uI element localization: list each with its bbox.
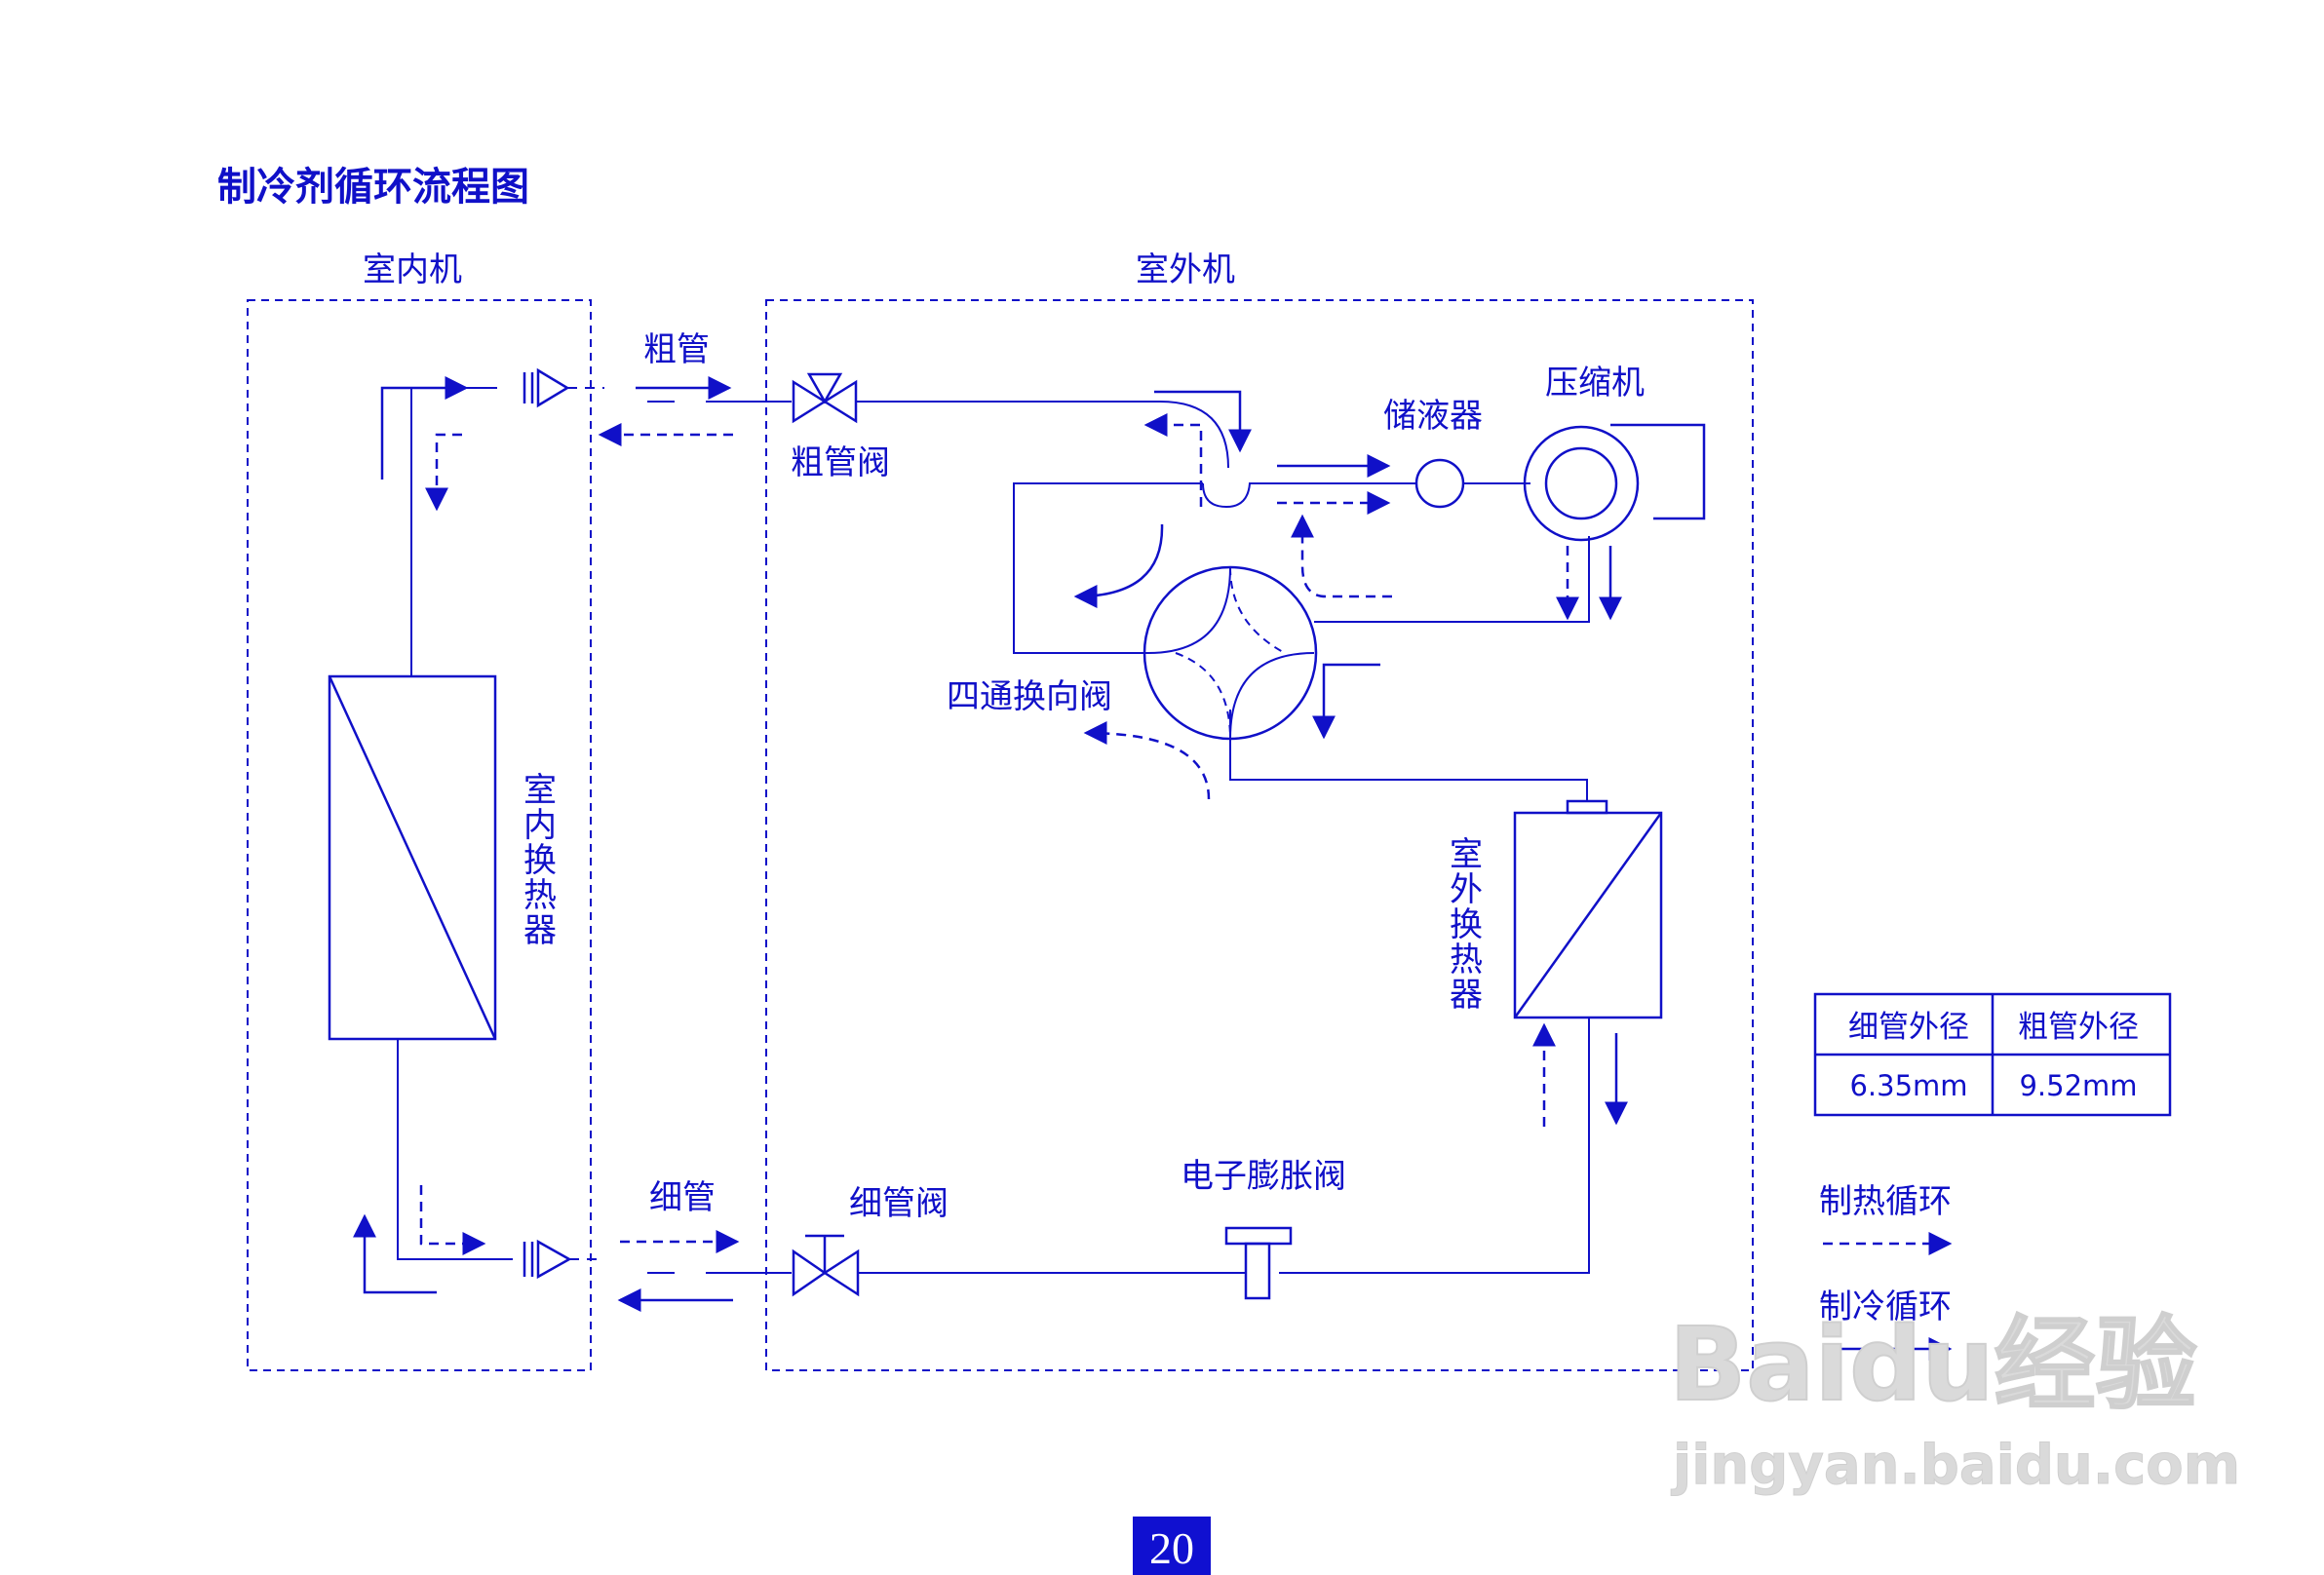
thin-pipe-valve-label: 细管阀 [849,1184,949,1223]
thick-pipe-connector [523,367,604,408]
accumulator-label: 储液器 [1383,397,1483,436]
svg-text:换: 换 [523,841,557,880]
svg-text:热: 热 [523,876,557,915]
svg-text:器: 器 [523,911,557,950]
watermark-brand: Baidu经验 [1669,1305,2197,1424]
outdoor-cooling-arrow-thick [1154,390,1252,453]
outdoor-heating-arrow-thick [1143,413,1203,507]
compressor-discharge-line [1314,536,1590,623]
outdoor-thick-pipe-line [856,401,1229,469]
thin-pipe-connector [523,1239,604,1280]
legend-heating-label: 制热循环 [1819,1182,1952,1221]
four-way-heating-curve-arrow [1083,721,1211,800]
pipe-diameter-table [1813,992,2172,1117]
svg-text:换: 换 [1450,905,1483,944]
expansion-valve [1224,1226,1293,1300]
indoor-cooling-arrow-bottom [353,1213,437,1294]
outdoor-heat-exchanger [1513,799,1663,1019]
indoor-thin-pipe-line [397,1039,513,1260]
table-value-thin-od: 6.35mm [1849,1069,1967,1102]
outdoor-unit-label: 室外机 [1136,250,1235,289]
outdoor-unit-boundary [765,299,1754,1371]
svg-text:外: 外 [1450,870,1483,909]
table-header-thin-od: 细管外径 [1848,1010,1969,1045]
svg-text:室: 室 [523,771,557,810]
compressor-label: 压缩机 [1545,364,1645,403]
indoor-heating-arrow-bottom [419,1185,486,1255]
outdoor-thin-pipe-line [858,1018,1590,1274]
four-way-valve-label: 四通换向阀 [947,677,1112,716]
four-way-outlet-cooling-arrow [1312,663,1380,740]
svg-text:器: 器 [1450,976,1483,1015]
outdoor-heat-exchanger-label: 室 外 换 热 器 [1450,835,1483,1015]
page-number: 20 [1149,1523,1194,1573]
thick-pipe-label: 粗管 [643,330,710,369]
thin-pipe-label: 细管 [649,1178,716,1217]
legend-cooling-label: 制冷循环 [1819,1287,1952,1326]
thick-pipe-valve [792,372,858,424]
indoor-cooling-arrow-top [380,376,469,480]
table-value-thick-od: 9.52mm [2019,1069,2137,1102]
accumulator-inlet-line [1202,482,1415,509]
four-way-cooling-curve-arrow [1073,523,1164,608]
page-number-box [1133,1517,1211,1575]
diagram-title: 制冷剂循环流程图 [217,165,529,210]
indoor-unit-label: 室内机 [363,250,462,289]
accumulator [1414,458,1465,509]
indoor-thick-pipe-line [410,387,497,676]
watermark-url: jingyan.baidu.com [1671,1434,2240,1497]
four-way-valve [1143,565,1318,741]
indoor-heat-exchanger [328,674,497,1041]
svg-text:热: 热 [1450,941,1483,980]
svg-text:内: 内 [523,806,557,845]
indoor-heating-arrow-top [425,433,462,512]
indoor-heat-exchanger-label: 室 内 换 热 器 [523,771,557,950]
thin-pipe-valve [792,1234,860,1297]
indoor-unit-boundary [247,299,592,1371]
table-header-thick-od: 粗管外径 [2018,1010,2139,1045]
four-way-left-loop [1013,482,1203,654]
compressor-discharge-heating-arrow [1291,514,1392,598]
expansion-valve-label: 电子膨胀阀 [1181,1157,1346,1196]
compressor [1523,423,1706,542]
svg-text:室: 室 [1450,835,1483,874]
thick-pipe-valve-label: 粗管阀 [791,443,890,482]
four-way-outdoor-hx-line [1229,710,1588,801]
